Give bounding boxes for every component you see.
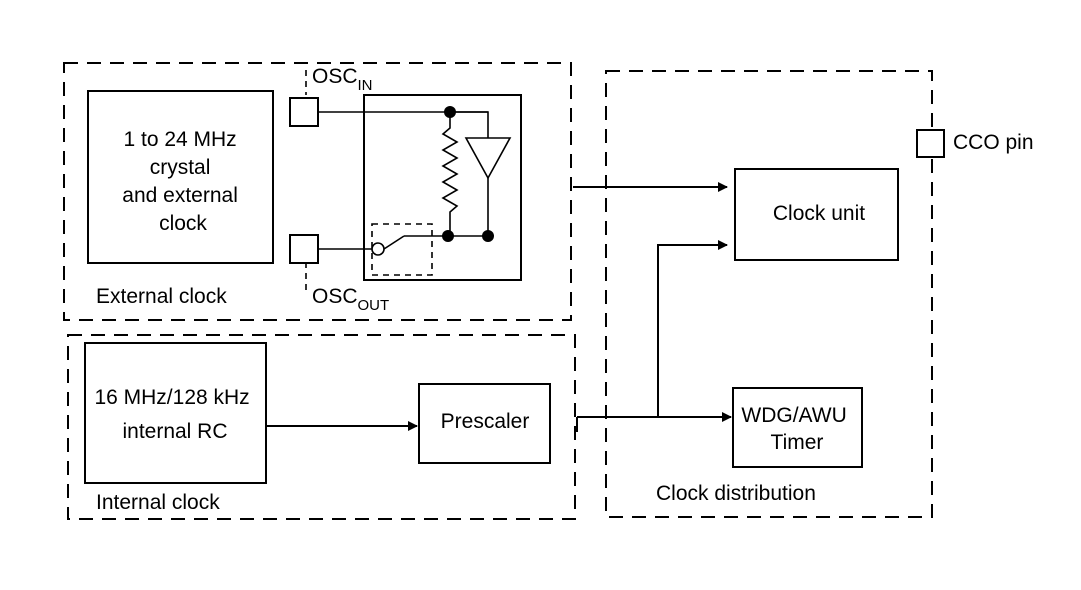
cco-pin-label: CCO pin [953, 131, 1034, 154]
internal-clock-group [67, 334, 576, 520]
internal-rc-label: 16 MHz/128 kHz internal RC [94, 386, 255, 443]
internal-clock-group-label: Internal clock [96, 491, 220, 514]
switch-lever [383, 235, 405, 250]
prescaler-label: Prescaler [441, 410, 530, 433]
crystal-block-label: 1 to 24 MHz crystal and external clock [122, 128, 243, 235]
feedback-resistor [441, 112, 459, 236]
cco-pin [916, 129, 945, 158]
clock-unit-block [734, 168, 899, 261]
oscillator-circuit-box [363, 94, 522, 281]
internal-rc-block [84, 342, 267, 484]
clock-distribution-group [605, 70, 933, 518]
junction-bottom-left [442, 230, 454, 242]
junction-bottom-right [482, 230, 494, 242]
wdg-awu-timer-block [732, 387, 863, 468]
external-clock-group-label: External clock [96, 285, 227, 308]
osc-in-label: OSCIN [312, 65, 373, 94]
external-clock-group [63, 62, 572, 321]
switch-contact [371, 242, 385, 256]
osc-out-pin [289, 234, 319, 264]
internal-to-clock-unit-arrow [657, 240, 728, 417]
osc-out-label: OSCOUT [312, 285, 389, 314]
prescaler-block [418, 383, 551, 464]
osc-in-pin [289, 97, 319, 127]
wdg-awu-timer-label: WDG/AWU Timer [741, 404, 852, 454]
inverter-amplifier [464, 137, 512, 180]
clock-unit-label: Clock unit [773, 202, 865, 225]
clock-distribution-group-label: Clock distribution [656, 482, 816, 505]
crystal-block [87, 90, 274, 264]
inverter-input-wire [450, 111, 489, 138]
